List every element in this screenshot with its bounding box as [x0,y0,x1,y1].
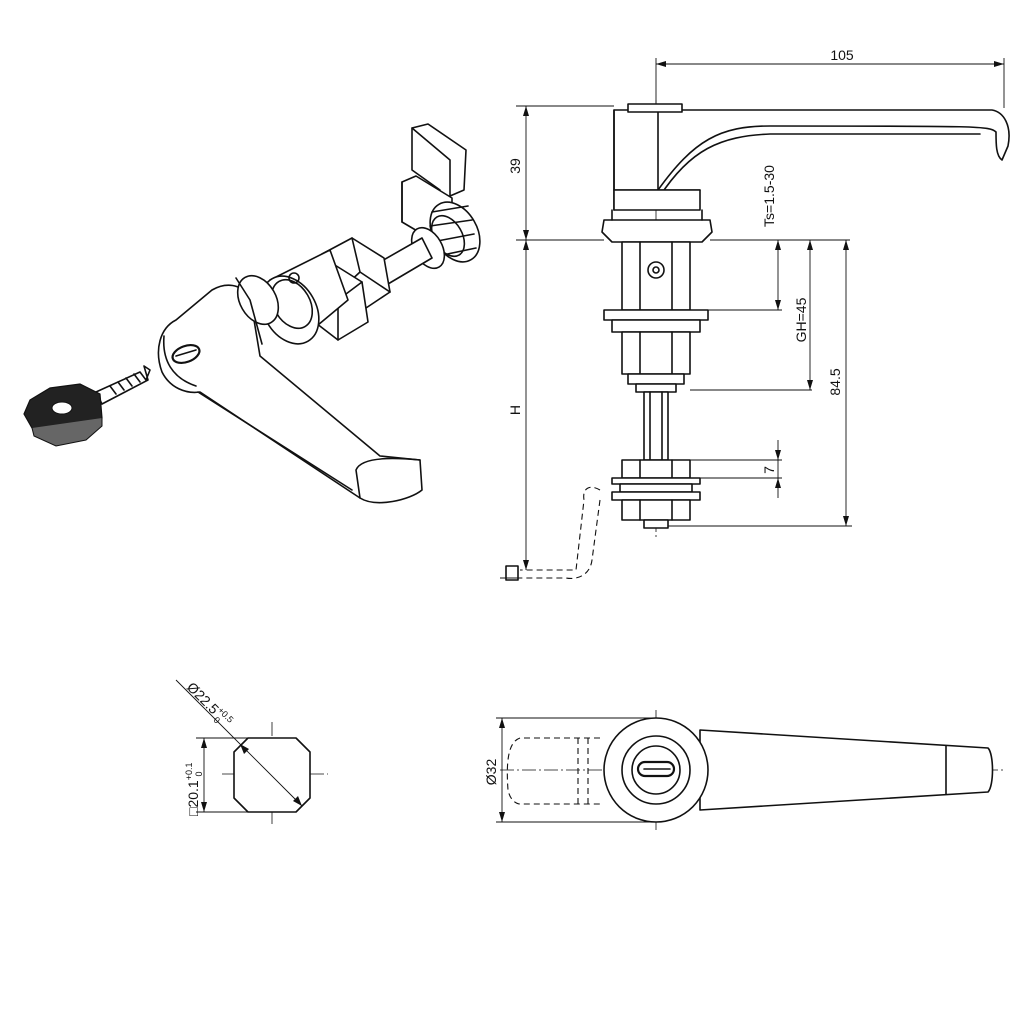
dim-84-5: 84.5 [668,240,852,527]
key-icon [23,365,151,447]
label-Ts: Ts=1.5-30 [761,165,777,227]
dim-105: 105 [655,47,1005,108]
label-39: 39 [507,158,523,174]
dim-H: H [500,240,529,579]
label-dia-22-5: Ø22.5+0.50 [182,678,236,732]
dim-GH: GH=45 [690,240,813,391]
label-GH: GH=45 [793,297,809,342]
top-view: Ø32 [483,710,1004,830]
shaft-elevation [643,391,669,461]
label-H: H [507,405,523,415]
cam-hidden [505,486,601,581]
isometric-handle [157,274,423,504]
lower-nuts [611,459,701,529]
handle-elevation [601,103,1010,243]
square-section: Ø22.5+0.50 □20.1+0.10 [175,678,328,826]
label-7: 7 [761,466,777,474]
dim-Ts: Ts=1.5-30 [708,165,850,311]
housing-elevation [603,241,709,393]
label-dia-32: Ø32 [483,759,499,786]
front-elevation: 105 39 H Ts=1.5-30 [500,47,1010,581]
dim-39: 39 [507,105,614,241]
dim-7: 7 [690,440,782,498]
label-105: 105 [830,47,854,63]
label-84-5: 84.5 [827,368,843,395]
label-square-20-1: □20.1+0.10 [184,763,204,817]
isometric-view [23,123,481,504]
